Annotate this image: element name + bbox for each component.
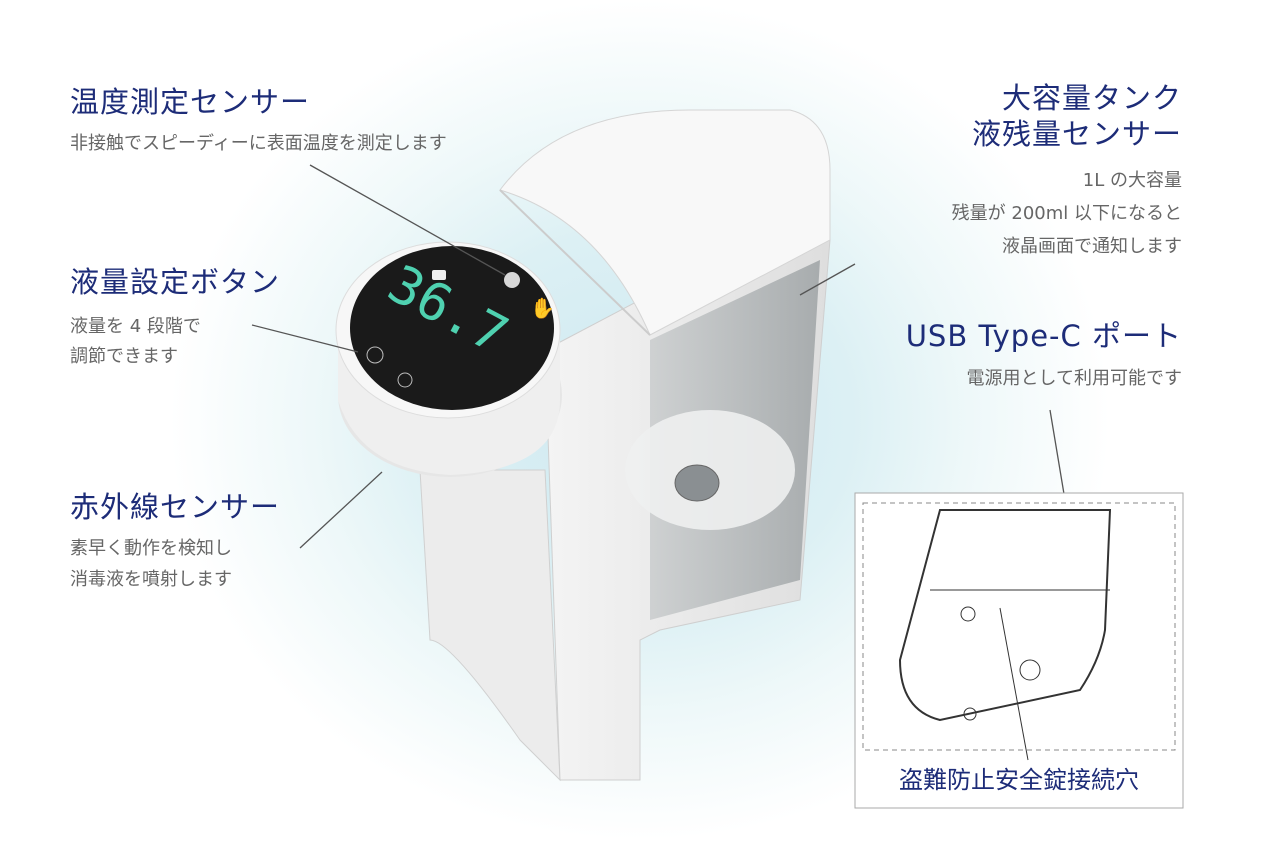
volume-button-title: 液量設定ボタン — [70, 265, 281, 299]
volume-button-down — [397, 372, 413, 388]
usb-port-desc: 電源用として利用可能です — [966, 368, 1182, 389]
hand-icon: ✋ — [530, 296, 555, 320]
dispenser-body: ✋ — [335, 109, 831, 782]
tank-title-2: 液残量センサー — [971, 117, 1182, 151]
ir-sensor-desc-2: 消毒液を噴射します — [70, 569, 232, 590]
inset-caption: 盗難防止安全錠接続穴 — [899, 766, 1139, 794]
temp-sensor-title: 温度測定センサー — [70, 85, 311, 119]
battery-icon — [432, 270, 446, 280]
usb-port-title: USB Type-C ポート — [905, 319, 1182, 353]
volume-button-up — [366, 346, 384, 364]
ir-sensor-title: 赤外線センサー — [70, 490, 281, 524]
inset-detail — [854, 492, 1184, 809]
tank-title-1: 大容量タンク — [1001, 81, 1182, 115]
ir-sensor-desc-1: 素早く動作を検知し — [70, 538, 232, 559]
volume-button-desc-1: 液量を 4 段階で — [70, 316, 201, 337]
tank-desc-2: 残量が 200ml 以下になると — [951, 203, 1182, 224]
temperature-sensor — [504, 272, 520, 288]
tank-desc-1: 1L の大容量 — [1082, 170, 1182, 191]
display-panel — [350, 246, 554, 410]
temp-sensor-desc: 非接触でスピーディーに表面温度を測定します — [70, 133, 447, 154]
volume-button-desc-2: 調節できます — [70, 346, 178, 367]
tank-desc-3: 液晶画面で通知します — [1002, 236, 1182, 257]
nozzle — [674, 464, 720, 502]
